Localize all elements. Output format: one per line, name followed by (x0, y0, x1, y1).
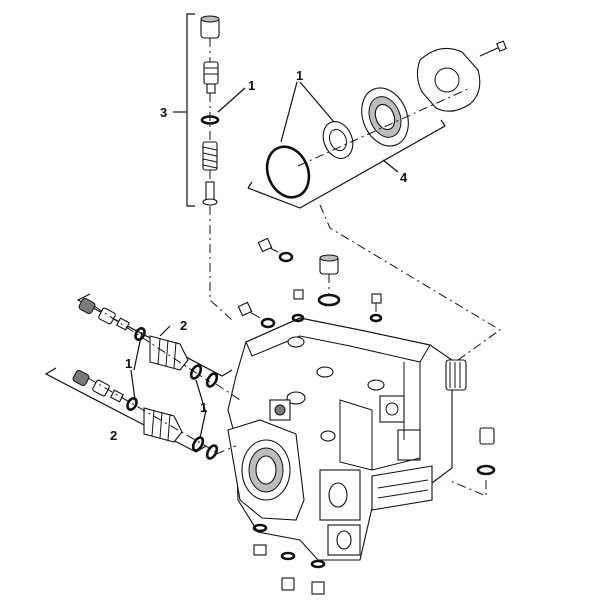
callout-1-lower: 1 (200, 400, 207, 415)
assembly-3-valve-stack (173, 13, 233, 321)
drive-shaft (445, 359, 467, 391)
assembly-4-seal-group (247, 40, 507, 361)
o-ring-top-left (278, 251, 294, 263)
plug-left (237, 301, 253, 317)
o-ring-cap (317, 293, 341, 307)
o-ring-right (476, 464, 496, 476)
right-plug (447, 427, 496, 497)
callout-3: 3 (160, 105, 167, 120)
callout-1-top: 1 (248, 78, 255, 93)
cartridge-valve-1 (149, 335, 189, 371)
callout-4: 4 (400, 170, 408, 185)
callout-2-upper: 2 (180, 318, 187, 333)
plug-bottom-3 (311, 581, 325, 595)
large-o-ring (265, 145, 311, 199)
plug-bottom-1 (253, 544, 267, 556)
plug-small-1 (293, 289, 304, 300)
bracket-2-lower (44, 367, 207, 453)
pump-housing (227, 317, 467, 561)
shaft-seal-small (322, 121, 354, 159)
bracket-4 (247, 125, 446, 209)
adjuster-cap-2 (72, 369, 90, 387)
plug-top-left (257, 237, 273, 253)
top-fittings (237, 237, 383, 329)
assembly-2-lower (44, 367, 241, 460)
callout-1-right: 1 (296, 68, 303, 83)
bracket-3 (186, 13, 195, 207)
callout-1-left: 1 (125, 356, 132, 371)
bottom-plugs (252, 523, 326, 595)
plug-bottom-2 (281, 577, 295, 591)
cover-bolt (479, 46, 501, 57)
valve-plunger (205, 181, 215, 201)
assembly-2-upper (76, 293, 233, 388)
valve-body (203, 61, 219, 85)
callout-2-lower: 2 (110, 428, 117, 443)
plug-small-2 (371, 293, 382, 304)
side-port-block (319, 469, 361, 521)
plug-right (479, 427, 495, 445)
adjuster-cap-1 (78, 297, 96, 315)
cover-plate (416, 47, 481, 112)
